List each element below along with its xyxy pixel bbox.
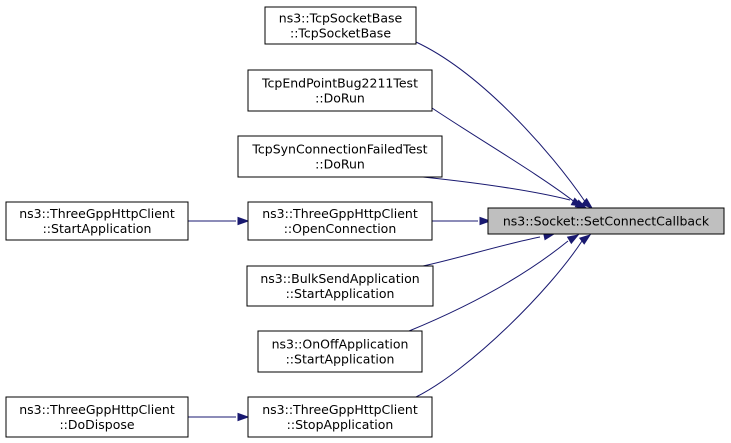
node-box <box>247 69 433 112</box>
node-tcpsocketbase[interactable]: ns3::TcpSocketBase::TcpSocketBase <box>264 6 417 45</box>
node-label-line: ::StartApplication <box>286 286 395 301</box>
node-box <box>5 201 189 241</box>
node-label-line: ns3::ThreeGppHttpClient <box>262 402 418 417</box>
arrowhead-icon <box>566 234 580 245</box>
edge-line <box>422 176 571 201</box>
arrowhead-icon <box>237 412 250 422</box>
node-label-line: ::StartApplication <box>286 352 395 367</box>
arrowhead-icon <box>581 197 594 209</box>
edge-tcpsocketbase-to-target <box>415 41 594 209</box>
node-label-line: ::DoDispose <box>59 417 134 432</box>
node-box <box>247 396 433 438</box>
node-label-line: ns3::ThreeGppHttpClient <box>19 402 175 417</box>
node-box <box>487 207 725 235</box>
node-label-line: ::StopApplication <box>287 417 394 432</box>
edge-tcpsynfailed-to-target <box>422 176 584 207</box>
edge-startapp_client-to-openconnection <box>188 216 250 226</box>
node-label-line: ns3::ThreeGppHttpClient <box>19 206 175 221</box>
nodes-layer: ns3::Socket::SetConnectCallback ns3::TcpS… <box>5 6 725 438</box>
node-label-line: ::TcpSocketBase <box>290 26 391 41</box>
node-box <box>5 396 189 438</box>
edge-tcpendpoint-to-target <box>431 107 588 209</box>
node-label-line: ns3::OnOffApplication <box>272 337 409 352</box>
edge-stopapp-to-target <box>415 234 592 398</box>
node-tcpendpoint[interactable]: TcpEndPointBug2211Test::DoRun <box>247 69 433 112</box>
node-box <box>246 265 434 307</box>
node-label-line: ns3::ThreeGppHttpClient <box>262 206 418 221</box>
node-label-line: ::OpenConnection <box>284 221 397 236</box>
node-box <box>264 6 417 45</box>
edge-bulksend-to-target <box>422 232 556 267</box>
node-label-line: ns3::TcpSocketBase <box>279 11 403 26</box>
node-label-line: ::DoRun <box>315 157 365 172</box>
edge-line <box>408 240 569 332</box>
arrowhead-icon <box>479 216 492 226</box>
node-startapp_client[interactable]: ns3::ThreeGppHttpClient::StartApplicatio… <box>5 201 189 241</box>
node-label-line: TcpEndPointBug2211Test <box>261 76 418 91</box>
node-tcpsynfailed[interactable]: TcpSynConnectionFailedTest::DoRun <box>237 135 443 178</box>
node-label-line: TcpSynConnectionFailedTest <box>251 142 427 157</box>
edge-line <box>431 107 577 204</box>
node-bulksend[interactable]: ns3::BulkSendApplication::StartApplicati… <box>246 265 434 307</box>
node-box <box>237 135 443 178</box>
node-openconnection[interactable]: ns3::ThreeGppHttpClient::OpenConnection <box>247 201 433 241</box>
node-box <box>247 201 433 241</box>
edge-line <box>415 240 583 398</box>
node-label-line: ns3::BulkSendApplication <box>260 271 419 286</box>
node-target[interactable]: ns3::Socket::SetConnectCallback <box>487 207 725 235</box>
arrowhead-icon <box>570 197 584 207</box>
node-label-line: ns3::Socket::SetConnectCallback <box>503 214 710 229</box>
node-label-line: ::StartApplication <box>43 221 152 236</box>
edge-line <box>422 236 541 267</box>
arrowhead-icon <box>578 234 592 245</box>
node-onoff[interactable]: ns3::OnOffApplication::StartApplication <box>257 330 423 373</box>
node-label-line: ::DoRun <box>315 91 365 106</box>
edge-onoff-to-target <box>408 234 580 332</box>
edge-openconnection-to-target <box>432 216 492 226</box>
edge-dodispose-to-stopapp <box>188 412 250 422</box>
node-stopapp[interactable]: ns3::ThreeGppHttpClient::StopApplication <box>247 396 433 438</box>
edge-line <box>415 41 587 204</box>
node-dodispose[interactable]: ns3::ThreeGppHttpClient::DoDispose <box>5 396 189 438</box>
arrowhead-icon <box>237 216 250 226</box>
node-box <box>257 330 423 373</box>
